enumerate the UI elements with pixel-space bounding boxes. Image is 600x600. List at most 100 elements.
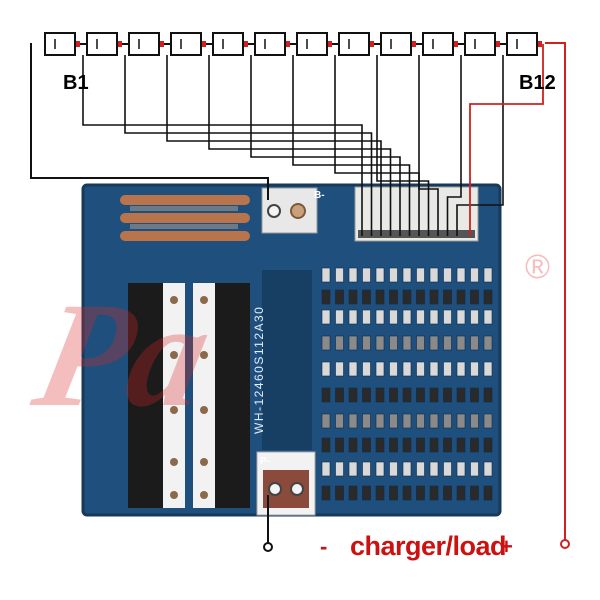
smd-component <box>443 289 452 305</box>
smd-component <box>321 437 331 453</box>
balance-wire <box>418 55 439 236</box>
balance-wire <box>166 55 382 236</box>
smd-component <box>456 387 466 403</box>
smd-component <box>362 361 371 377</box>
p-minus-hole-2 <box>290 482 304 496</box>
smd-component <box>429 267 439 283</box>
smd-component <box>443 387 452 403</box>
smd-component <box>402 267 412 283</box>
smd-component <box>375 289 385 305</box>
smd-component <box>483 361 493 377</box>
smd-component <box>443 413 452 429</box>
smd-component <box>321 289 331 305</box>
battery-cell <box>170 32 213 56</box>
smd-component <box>470 437 479 453</box>
smd-component <box>429 289 439 305</box>
smd-component <box>483 289 493 305</box>
smd-component <box>483 335 493 351</box>
smd-component <box>389 309 398 325</box>
smd-component <box>362 267 371 283</box>
battery-cell <box>506 32 542 56</box>
balance-wire <box>456 55 504 236</box>
smd-component <box>470 485 479 501</box>
smd-component <box>335 461 344 477</box>
smd-component <box>362 437 371 453</box>
smd-component <box>483 437 493 453</box>
battery-cell <box>128 32 171 56</box>
smd-component <box>416 267 425 283</box>
smd-component <box>416 309 425 325</box>
plus-sign: + <box>500 534 513 559</box>
smd-component <box>389 387 398 403</box>
smd-component <box>416 289 425 305</box>
smd-component <box>335 335 344 351</box>
smd-component <box>470 309 479 325</box>
smd-component <box>321 413 331 429</box>
smd-component <box>375 309 385 325</box>
smd-component <box>335 289 344 305</box>
smd-component <box>335 485 344 501</box>
smd-component <box>375 461 385 477</box>
smd-component <box>348 485 358 501</box>
smd-component <box>321 485 331 501</box>
smd-component <box>456 437 466 453</box>
balance-wires <box>82 44 544 236</box>
smd-component <box>348 361 358 377</box>
smd-component <box>443 335 452 351</box>
smd-component <box>375 413 385 429</box>
smd-component <box>429 461 439 477</box>
smd-component <box>402 335 412 351</box>
battery-cell <box>254 32 297 56</box>
smd-component <box>402 309 412 325</box>
smd-component <box>456 413 466 429</box>
smd-component <box>416 437 425 453</box>
smd-component <box>389 461 398 477</box>
smd-component <box>362 485 371 501</box>
balance-wire <box>376 55 430 236</box>
board-model-code: WH-12460S112A30 <box>252 305 266 434</box>
smd-component <box>402 485 412 501</box>
smd-component <box>389 437 398 453</box>
battery-cell <box>296 32 339 56</box>
smd-component <box>483 413 493 429</box>
smd-component <box>348 267 358 283</box>
battery-cell <box>212 32 255 56</box>
smd-component <box>389 485 398 501</box>
smd-component <box>348 289 358 305</box>
smd-component <box>456 461 466 477</box>
power-resistors <box>120 195 250 241</box>
smd-component <box>456 267 466 283</box>
smd-component <box>470 413 479 429</box>
smd-component <box>483 485 493 501</box>
smd-component <box>416 387 425 403</box>
smd-component <box>416 413 425 429</box>
smd-component <box>348 437 358 453</box>
smd-component <box>321 361 331 377</box>
balance-connector-pins <box>358 230 475 238</box>
balance-components <box>321 267 493 501</box>
smd-component <box>483 387 493 403</box>
smd-component <box>456 289 466 305</box>
smd-component <box>456 485 466 501</box>
b-minus-wire <box>30 43 269 200</box>
smd-component <box>429 361 439 377</box>
brand-watermark: Pa <box>22 272 225 438</box>
smd-component <box>335 361 344 377</box>
charger-load-label: charger/load <box>350 531 507 561</box>
smd-component <box>402 413 412 429</box>
cell-b12-label: B12 <box>519 72 556 94</box>
smd-component <box>362 387 371 403</box>
b-minus-hole-2 <box>290 203 306 219</box>
smd-component <box>375 437 385 453</box>
smd-component <box>389 413 398 429</box>
smd-component <box>470 267 479 283</box>
smd-component <box>402 361 412 377</box>
smd-component <box>335 387 344 403</box>
smd-component <box>470 361 479 377</box>
smd-component <box>470 461 479 477</box>
balance-wire <box>292 55 411 236</box>
smd-component <box>456 335 466 351</box>
balance-wire <box>124 55 373 236</box>
smd-component <box>429 309 439 325</box>
